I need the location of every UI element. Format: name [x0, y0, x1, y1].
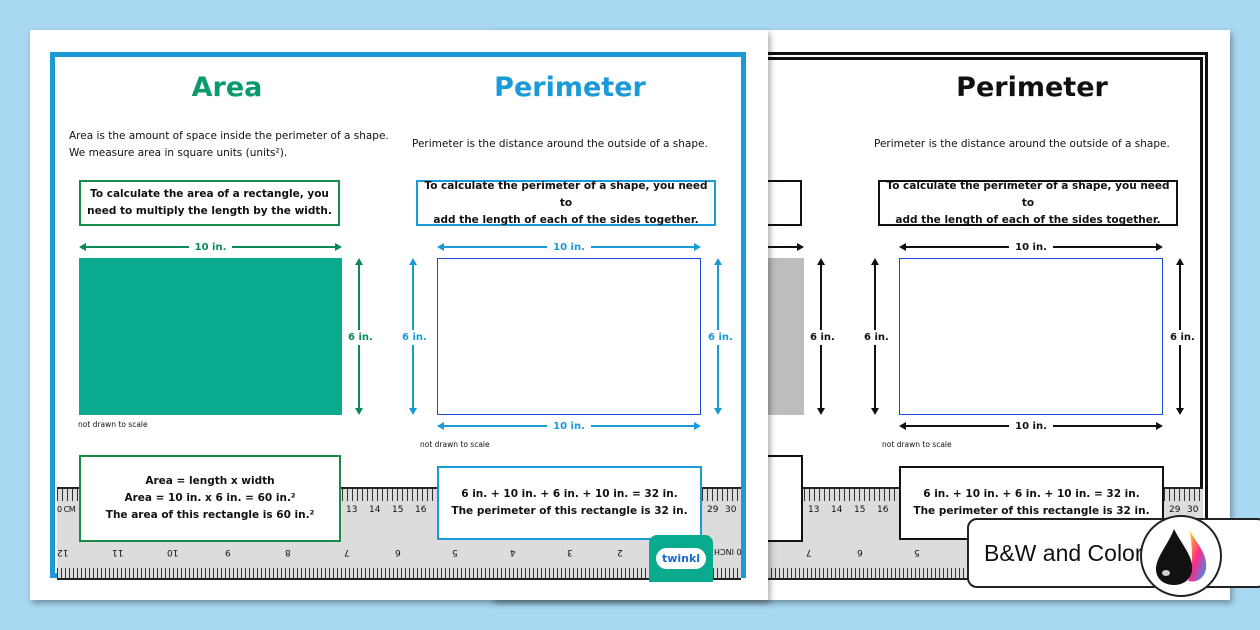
area-rectangle [79, 258, 342, 415]
ruler-number: 12 [57, 547, 69, 557]
perimeter-title: Perimeter [956, 72, 1108, 103]
area-rule-box: To calculate the area of a rectangle, yo… [79, 180, 340, 226]
ink-drops-icon [1140, 515, 1222, 597]
ruler-number: 13 [346, 505, 358, 515]
perimeter-right-label: 6 in. [708, 330, 733, 345]
ruler-number: 15 [392, 505, 404, 515]
formula-line: Area = 10 in. x 6 in. = 60 in.² [124, 492, 296, 504]
ruler-number: 16 [877, 505, 889, 515]
perimeter-right-label: 6 in. [1170, 330, 1195, 345]
ruler-cm-start: 0 CM [57, 505, 76, 514]
rule-line: To calculate the area of a rectangle, yo… [90, 188, 329, 200]
perimeter-left-label: 6 in. [402, 330, 427, 345]
formula-line: 6 in. + 10 in. + 6 in. + 10 in. = 32 in. [923, 488, 1140, 500]
ruler-number: 10 [167, 547, 179, 557]
perimeter-rule-box: To calculate the perimeter of a shape, y… [416, 180, 716, 226]
area-width-label: 6 in. [348, 330, 373, 345]
ruler-number: 30 [1187, 505, 1199, 515]
perimeter-bottom-arrow: 10 in. [899, 420, 1163, 432]
ruler-number: 29 [707, 505, 719, 515]
ruler-number: 5 [914, 547, 920, 557]
perimeter-left-label: 6 in. [864, 330, 889, 345]
rule-line: need to multiply the length by the width… [87, 205, 332, 217]
perimeter-title: Perimeter [494, 72, 646, 103]
rule-line: add the length of each of the sides toge… [895, 213, 1161, 226]
perimeter-bottom-label: 10 in. [1009, 420, 1053, 432]
color-worksheet: Area Perimeter Area is the amount of spa… [30, 30, 768, 600]
ruler-number: 16 [415, 505, 427, 515]
perimeter-note: not drawn to scale [420, 440, 490, 449]
perimeter-top-arrow: 10 in. [437, 241, 701, 253]
formula-line: The area of this rectangle is 60 in.² [105, 509, 315, 521]
area-note: not drawn to scale [78, 420, 148, 429]
ruler-number: 5 [452, 547, 458, 557]
perimeter-bottom-label: 10 in. [547, 420, 591, 432]
formula-line: The perimeter of this rectangle is 32 in… [913, 505, 1150, 517]
perimeter-bottom-arrow: 10 in. [437, 420, 701, 432]
formula-line: Area = length x width [145, 475, 275, 487]
perimeter-top-arrow: 10 in. [899, 241, 1163, 253]
area-width-label: 6 in. [810, 330, 835, 345]
perimeter-rectangle [437, 258, 701, 415]
area-desc-line: Area is the amount of space inside the p… [69, 130, 389, 142]
ruler-number: 7 [344, 547, 350, 557]
ruler-number: 2 [617, 547, 623, 557]
badge-label: B&W and Color [984, 540, 1143, 566]
perimeter-top-label: 10 in. [547, 241, 591, 253]
rule-line: add the length of each of the sides toge… [433, 213, 699, 226]
logo-text: twinkl [655, 548, 707, 569]
ruler-number: 11 [112, 547, 124, 557]
area-length-arrow: 10 in. [79, 241, 342, 253]
perimeter-note: not drawn to scale [882, 440, 952, 449]
ruler-number: 6 [395, 547, 401, 557]
rule-line: To calculate the perimeter of a shape, y… [424, 179, 708, 209]
ruler-number: 9 [225, 547, 231, 557]
twinkl-logo: twinkl [649, 535, 713, 582]
ruler-number: 6 [857, 547, 863, 557]
perimeter-formula-box: 6 in. + 10 in. + 6 in. + 10 in. = 32 in.… [437, 466, 702, 540]
ruler-number: 29 [1169, 505, 1181, 515]
ruler-number: 3 [567, 547, 573, 557]
perimeter-rule-box: To calculate the perimeter of a shape, y… [878, 180, 1178, 226]
area-desc-line: We measure area in square units (units²)… [69, 147, 288, 159]
ruler-number: 4 [510, 547, 516, 557]
area-description: Area is the amount of space inside the p… [69, 128, 389, 162]
perimeter-top-label: 10 in. [1009, 241, 1053, 253]
ruler-number: 0 INCH [714, 547, 742, 556]
perimeter-description: Perimeter is the distance around the out… [874, 138, 1170, 150]
ruler-number: 13 [808, 505, 820, 515]
perimeter-description: Perimeter is the distance around the out… [412, 138, 708, 150]
ruler-number: 14 [369, 505, 381, 515]
ruler-number: 7 [806, 547, 812, 557]
ruler-number: 30 [725, 505, 737, 515]
rule-line: To calculate the perimeter of a shape, y… [886, 179, 1170, 209]
area-length-label: 10 in. [188, 241, 233, 253]
area-title: Area [191, 72, 263, 103]
ruler-number: 14 [831, 505, 843, 515]
ruler-number: 8 [285, 547, 291, 557]
formula-line: 6 in. + 10 in. + 6 in. + 10 in. = 32 in. [461, 488, 678, 500]
ruler-number: 15 [854, 505, 866, 515]
perimeter-rectangle [899, 258, 1163, 415]
formula-line: The perimeter of this rectangle is 32 in… [451, 505, 688, 517]
